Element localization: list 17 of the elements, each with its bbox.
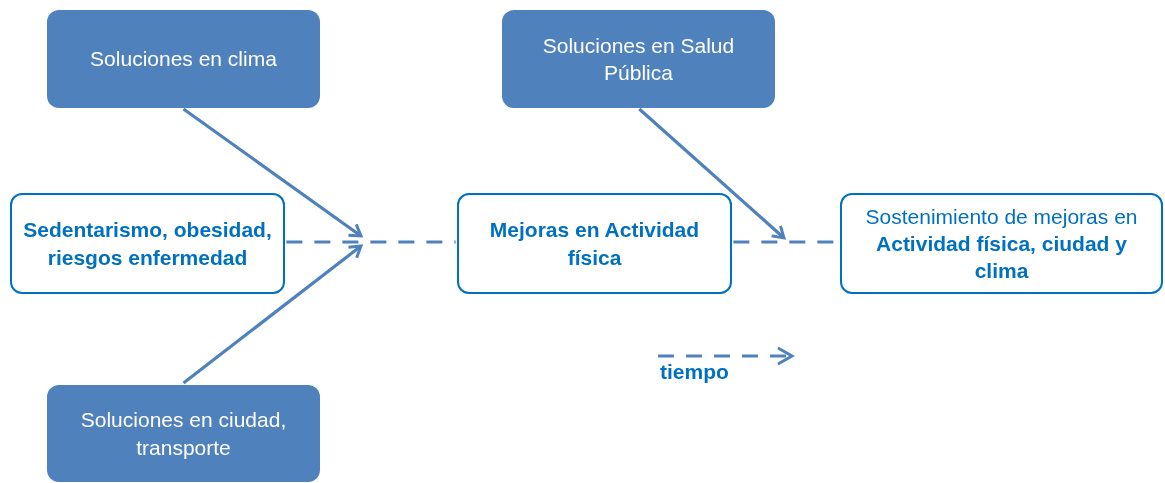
process-box	[840, 193, 1163, 294]
axis-label: tiempo	[660, 360, 729, 384]
arrow	[638, 107, 786, 240]
node-text: Soluciones en Salud Pública	[541, 32, 736, 86]
node-text: Soluciones en clima	[90, 46, 277, 73]
node-text: Mejoras en Actividad física	[488, 217, 701, 271]
arrow	[182, 107, 363, 238]
dashed-connector	[286, 240, 456, 244]
node-text: Sostenimiento de mejoras en Actividad física, ciudad y clima	[864, 203, 1139, 285]
solution-box	[47, 10, 320, 108]
arrow	[182, 244, 363, 385]
solution-box	[502, 10, 775, 108]
node-text: Soluciones en ciudad, transporte	[79, 407, 288, 461]
process-box	[457, 193, 732, 294]
process-box	[10, 193, 285, 294]
node-text: Sedentarismo, obesidad, riesgos enfermedad	[22, 217, 273, 271]
solution-box	[47, 385, 320, 482]
